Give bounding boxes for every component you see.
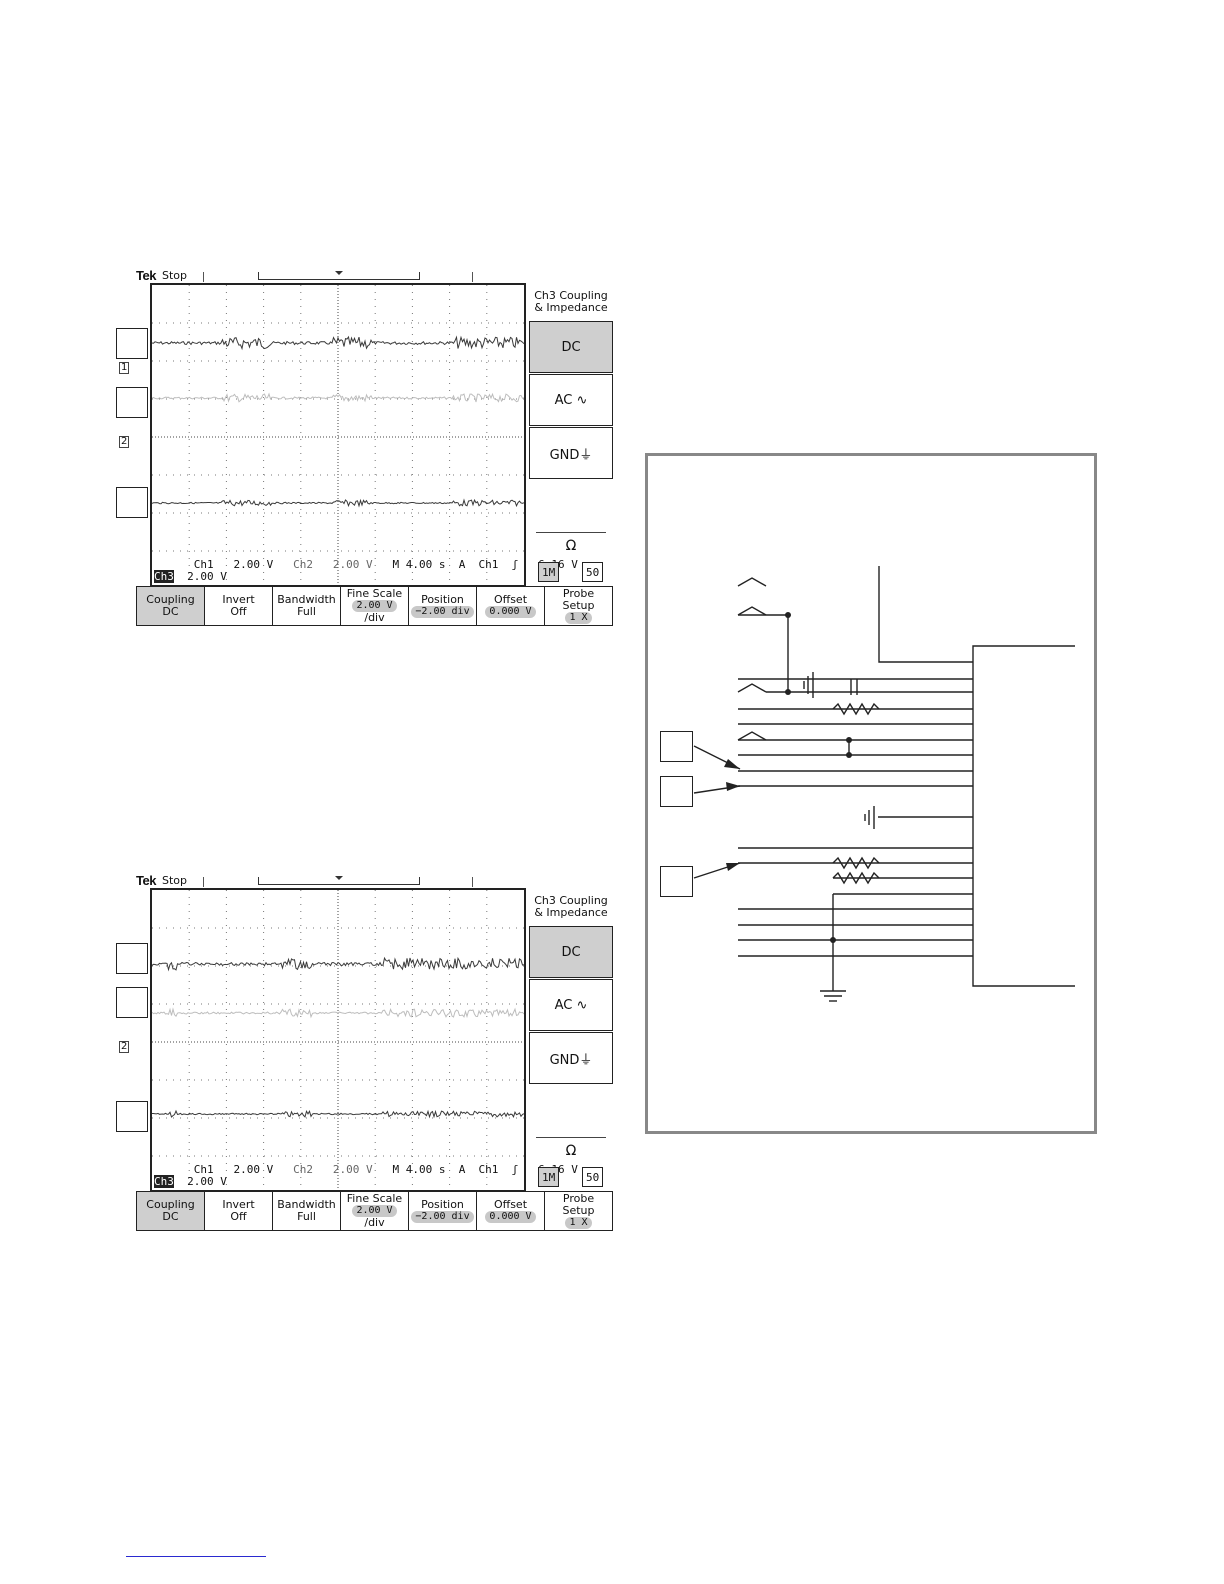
callout-box [660, 731, 693, 762]
ac-coupling-button[interactable]: AC ∿ [529, 979, 613, 1031]
graticule-grid [152, 890, 524, 1190]
record-marker [203, 877, 204, 887]
acquisition-state: Stop [162, 269, 188, 282]
impedance-1m-button[interactable]: 1M [538, 562, 560, 582]
position-button[interactable]: Position−2.00 div [408, 586, 477, 626]
footnote-rule [126, 1556, 266, 1557]
ch3-scale: 2.00 V [173, 570, 227, 583]
ch2-marker: 2 [119, 436, 130, 448]
oscilloscope-screenshot-1: Tek Stop Ch1 2.00 V Ch2 2.00 V M 4.00 s … [116, 268, 614, 630]
impedance-50-button[interactable]: 50 [582, 1167, 604, 1187]
ch2-trace [152, 392, 524, 403]
timebase-trigger: M 4.00 s A Ch1 ʃ 6.16 V [392, 558, 578, 571]
ch2-scale: Ch2 2.00 V [293, 1163, 373, 1176]
ch1-scale: Ch1 2.00 V [193, 558, 274, 571]
callout-box [116, 487, 148, 518]
record-marker [203, 272, 204, 282]
readout: Ch1 2.00 V Ch2 2.00 V M 4.00 s A Ch1 ʃ 6… [154, 547, 578, 583]
record-view-bracket [258, 876, 420, 885]
gnd-coupling-button[interactable]: GND⏚ [529, 1032, 613, 1084]
callout-box [116, 328, 148, 359]
oscilloscope-screenshot-2: Tek Stop Ch1 2.00 V Ch2 2.00 V M 4.00 s … [116, 873, 614, 1235]
ch1-trace [152, 956, 524, 972]
side-menu-title: Ch3 Coupling & Impedance [534, 289, 608, 314]
ch3-label: Ch3 [154, 1175, 174, 1188]
callout-box [660, 776, 693, 807]
acquisition-state: Stop [162, 874, 188, 887]
callout-box [116, 987, 148, 1018]
callout-box [116, 387, 148, 418]
divider [536, 532, 606, 533]
record-marker [472, 272, 473, 282]
graticule: Ch1 2.00 V Ch2 2.00 V M 4.00 s A Ch1 ʃ 6… [150, 283, 578, 587]
graticule-grid [152, 285, 524, 585]
ch1-scale: Ch1 2.00 V [193, 1163, 274, 1176]
dc-coupling-button[interactable]: DC [529, 926, 613, 978]
impedance-50-button[interactable]: 50 [582, 562, 604, 582]
tek-logo: Tek [136, 268, 156, 283]
callout-box [660, 866, 693, 897]
impedance-1m-button[interactable]: 1M [538, 1167, 560, 1187]
ch1-marker: 1 [119, 362, 130, 374]
connector-schematic [693, 566, 1075, 1002]
tek-logo: Tek [136, 873, 156, 888]
graticule: Ch1 2.00 V Ch2 2.00 V M 4.00 s A Ch1 ʃ 6… [150, 888, 578, 1192]
ch1-trace [152, 335, 524, 351]
ch2-marker: 2 [119, 1041, 130, 1053]
ac-coupling-button[interactable]: AC ∿ [529, 374, 613, 426]
ch2-trace [152, 1007, 524, 1019]
position-button[interactable]: Position−2.00 div [408, 1191, 477, 1231]
record-view-bracket [258, 271, 420, 280]
ch3-label: Ch3 [154, 570, 174, 583]
readout: Ch1 2.00 V Ch2 2.00 V M 4.00 s A Ch1 ʃ 6… [154, 1152, 578, 1188]
record-marker [472, 877, 473, 887]
gnd-coupling-button[interactable]: GND⏚ [529, 427, 613, 479]
ch3-trace [152, 498, 524, 508]
ch3-scale: 2.00 V [173, 1175, 227, 1188]
callout-box [116, 1101, 148, 1132]
impedance-label: Ω [565, 1143, 577, 1159]
side-menu-title: Ch3 Coupling & Impedance [534, 894, 608, 919]
ch3-trace [152, 1109, 524, 1119]
divider [536, 1137, 606, 1138]
callout-box [116, 943, 148, 974]
wiring-diagram [645, 453, 1097, 1134]
ch2-scale: Ch2 2.00 V [293, 558, 373, 571]
impedance-label: Ω [565, 538, 577, 554]
dc-coupling-button[interactable]: DC [529, 321, 613, 373]
